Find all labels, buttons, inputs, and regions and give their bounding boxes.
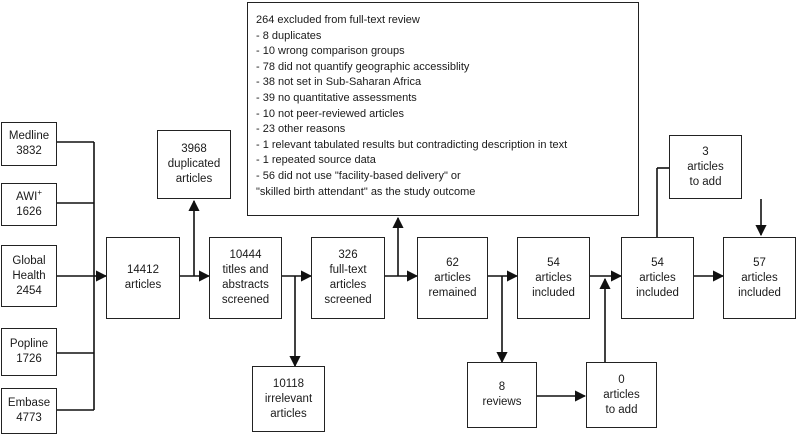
exclusion-item: - 38 not set in Sub-Saharan Africa xyxy=(256,76,422,89)
box-line: articles xyxy=(741,271,778,284)
exclusion-item: - 8 duplicates xyxy=(256,29,322,42)
source-name: Embase xyxy=(7,397,51,409)
exclusion-item: - 23 other reasons xyxy=(256,123,346,136)
source-count: 2454 xyxy=(16,284,42,297)
box-line: 326 xyxy=(338,249,358,261)
box-line: titles and xyxy=(222,264,269,276)
box-line: 54 xyxy=(547,256,560,269)
box-line: full-text xyxy=(329,264,367,276)
source-name: Popline xyxy=(9,338,49,350)
box-line: 3968 xyxy=(181,143,207,155)
box-line: 14412 xyxy=(127,264,159,276)
box-line: articles xyxy=(603,388,640,401)
box-line: articles xyxy=(434,271,471,284)
source-superscript: + xyxy=(37,187,42,197)
exclusion-item: "skilled birth attendant" as the study o… xyxy=(256,185,476,198)
box-line: remained xyxy=(428,286,477,299)
box-line: 54 xyxy=(651,256,664,269)
box-line: included xyxy=(532,286,575,299)
titles-abstracts-screened-box: 10444 titles and abstracts screened xyxy=(209,237,282,319)
box-line: 10444 xyxy=(229,249,262,261)
exclusion-item: - 56 did not use "facility-based deliver… xyxy=(256,169,461,182)
box-line: articles xyxy=(639,271,676,284)
box-line: articles xyxy=(329,279,367,291)
exclusion-item: - 10 wrong comparison groups xyxy=(256,45,405,58)
box-line: articles xyxy=(124,279,162,291)
box-line: articles xyxy=(687,160,724,173)
articles-to-add-box-3: 3 articles to add xyxy=(669,135,742,199)
source-name-2: Health xyxy=(12,269,46,282)
box-line: abstracts xyxy=(222,279,269,291)
source-popline: Popline 1726 xyxy=(1,328,57,376)
source-name: Global xyxy=(12,254,46,267)
box-line: screened xyxy=(221,294,270,306)
final-included-box: 57 articles included xyxy=(723,237,796,319)
source-count: 1726 xyxy=(16,353,42,365)
articles-to-add-box-0: 0 articles to add xyxy=(586,362,657,428)
irrelevant-articles-box: 10118 irrelevant articles xyxy=(252,366,325,432)
exclusion-reasons-box: 264 excluded from full-text review - 8 d… xyxy=(247,2,639,216)
exclusion-item: - 39 no quantitative assessments xyxy=(256,91,417,104)
source-awi: AWI+ 1626 xyxy=(1,183,57,226)
box-line: 62 xyxy=(446,256,459,269)
box-line: screened xyxy=(324,294,372,306)
box-line: 0 xyxy=(618,373,625,386)
exclusion-item: - 78 did not quantify geographic accessi… xyxy=(256,60,470,73)
duplicated-articles-box: 3968 duplicated articles xyxy=(157,130,231,199)
box-line: included xyxy=(738,286,781,299)
box-line: irrelevant xyxy=(264,392,313,405)
box-line: to add xyxy=(689,175,722,188)
exclusion-item: - 1 repeated source data xyxy=(256,154,376,167)
box-line: 10118 xyxy=(272,377,305,390)
reviews-box: 8 reviews xyxy=(467,362,537,428)
source-name: AWI+ xyxy=(16,187,42,203)
exclusion-title: 264 excluded from full-text review xyxy=(256,14,420,26)
box-line: 3 xyxy=(702,145,709,158)
source-name: Medline xyxy=(8,130,50,142)
box-line: reviews xyxy=(482,396,522,408)
box-line: to add xyxy=(605,403,638,416)
source-count: 4773 xyxy=(16,412,42,424)
exclusion-item: - 10 not peer-reviewed articles xyxy=(256,107,404,120)
exclusion-item: - 1 relevant tabulated results but contr… xyxy=(256,138,568,151)
fulltext-screened-box: 326 full-text articles screened xyxy=(311,237,385,319)
articles-included-box-2: 54 articles included xyxy=(621,237,694,319)
box-line: articles xyxy=(175,173,213,185)
total-articles-box: 14412 articles xyxy=(106,237,180,319)
articles-remained-box: 62 articles remained xyxy=(417,237,488,319)
box-line: included xyxy=(636,286,679,299)
source-medline: Medline 3832 xyxy=(1,122,57,166)
articles-included-box: 54 articles included xyxy=(517,237,590,319)
source-count: 3832 xyxy=(16,145,42,157)
box-line: articles xyxy=(535,271,572,284)
box-line: 8 xyxy=(498,381,506,393)
box-line: 57 xyxy=(753,256,766,269)
box-line: duplicated xyxy=(167,158,221,170)
source-global-health: Global Health 2454 xyxy=(1,245,57,307)
source-embase: Embase 4773 xyxy=(1,388,57,434)
source-count: 1626 xyxy=(16,205,42,218)
box-line: articles xyxy=(270,407,307,420)
